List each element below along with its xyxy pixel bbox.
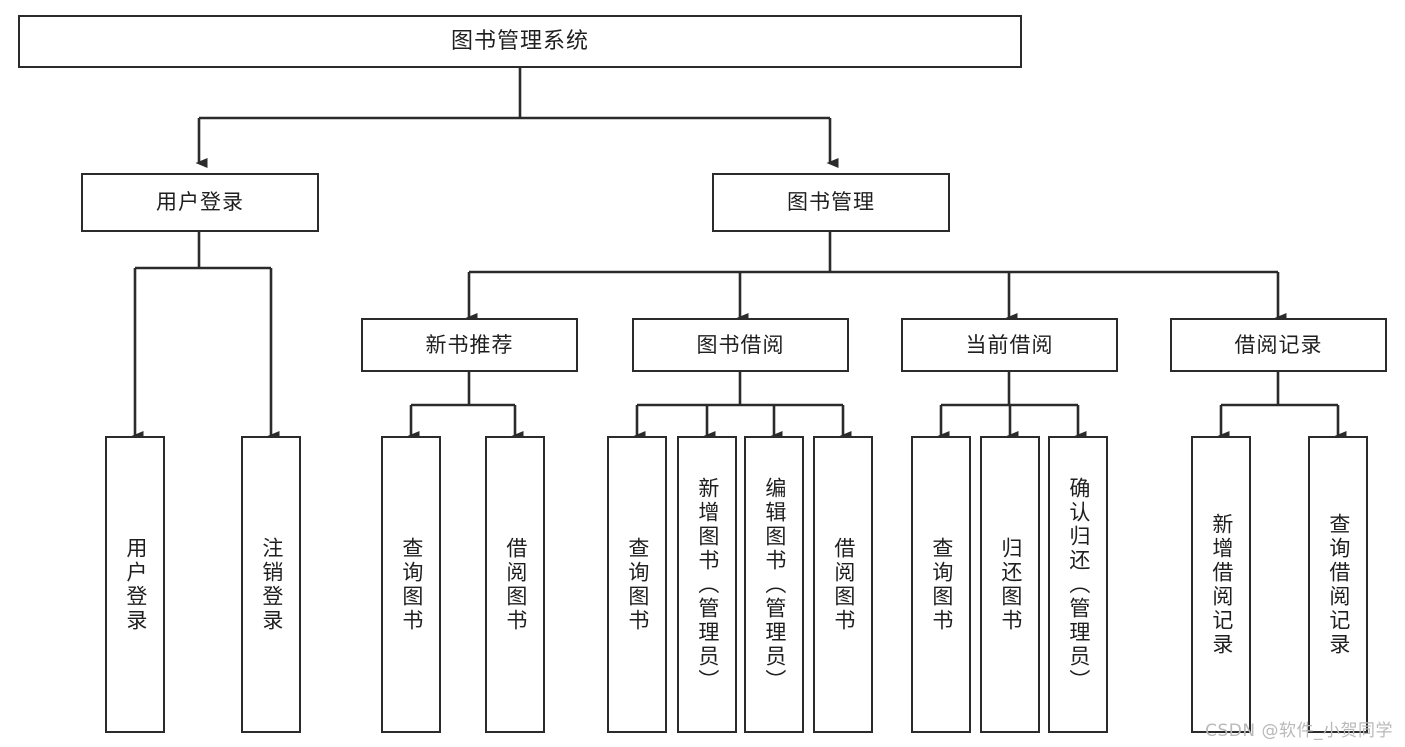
node-leaf-logout-login-label: 注销登录 xyxy=(259,536,284,633)
node-leaf-user-login-label: 用户登录 xyxy=(123,536,148,633)
node-leaf-add-book[interactable]: 新增图书（管理员） xyxy=(677,436,737,733)
node-new-book-recommend-label: 新书推荐 xyxy=(425,332,514,357)
node-leaf-borrow-book-2-label: 借阅图书 xyxy=(831,536,856,633)
node-leaf-borrow-book-1[interactable]: 借阅图书 xyxy=(485,436,545,733)
node-book-manage[interactable]: 图书管理 xyxy=(712,173,950,232)
node-leaf-query-book-3[interactable]: 查询图书 xyxy=(911,436,971,733)
node-leaf-query-book-2-label: 查询图书 xyxy=(625,536,650,633)
node-leaf-edit-book-label: 编辑图书（管理员） xyxy=(762,476,787,693)
node-leaf-add-record[interactable]: 新增借阅记录 xyxy=(1191,436,1251,733)
node-leaf-add-record-label: 新增借阅记录 xyxy=(1209,512,1234,657)
node-leaf-user-login[interactable]: 用户登录 xyxy=(105,436,165,733)
node-leaf-add-book-label: 新增图书（管理员） xyxy=(695,476,720,693)
node-root[interactable]: 图书管理系统 xyxy=(18,15,1022,68)
node-leaf-logout-login[interactable]: 注销登录 xyxy=(241,436,301,733)
node-current-borrow[interactable]: 当前借阅 xyxy=(901,318,1118,372)
node-leaf-edit-book[interactable]: 编辑图书（管理员） xyxy=(744,436,804,733)
node-leaf-query-book-1[interactable]: 查询图书 xyxy=(381,436,441,733)
node-book-manage-label: 图书管理 xyxy=(787,190,875,215)
node-leaf-query-record[interactable]: 查询借阅记录 xyxy=(1308,436,1368,733)
node-leaf-borrow-book-2[interactable]: 借阅图书 xyxy=(813,436,873,733)
node-leaf-query-book-3-label: 查询图书 xyxy=(929,536,954,633)
node-current-borrow-label: 当前借阅 xyxy=(965,332,1054,357)
node-leaf-return-book[interactable]: 归还图书 xyxy=(980,436,1040,733)
node-book-borrow[interactable]: 图书借阅 xyxy=(632,318,849,372)
node-leaf-query-book-1-label: 查询图书 xyxy=(399,536,424,633)
node-leaf-query-book-2[interactable]: 查询图书 xyxy=(607,436,667,733)
node-leaf-confirm-return[interactable]: 确认归还（管理员） xyxy=(1048,436,1108,733)
watermark-text: CSDN @软件_小贺同学 xyxy=(1205,721,1393,741)
node-new-book-recommend[interactable]: 新书推荐 xyxy=(361,318,578,372)
node-borrow-record[interactable]: 借阅记录 xyxy=(1170,318,1387,372)
node-leaf-return-book-label: 归还图书 xyxy=(998,536,1023,633)
node-leaf-query-record-label: 查询借阅记录 xyxy=(1326,512,1351,657)
node-book-borrow-label: 图书借阅 xyxy=(696,332,785,357)
node-leaf-confirm-return-label: 确认归还（管理员） xyxy=(1066,476,1091,693)
node-user-login[interactable]: 用户登录 xyxy=(81,173,319,232)
node-user-login-label: 用户登录 xyxy=(156,190,244,215)
node-root-label: 图书管理系统 xyxy=(450,28,589,54)
node-leaf-borrow-book-1-label: 借阅图书 xyxy=(503,536,528,633)
node-borrow-record-label: 借阅记录 xyxy=(1234,332,1323,357)
